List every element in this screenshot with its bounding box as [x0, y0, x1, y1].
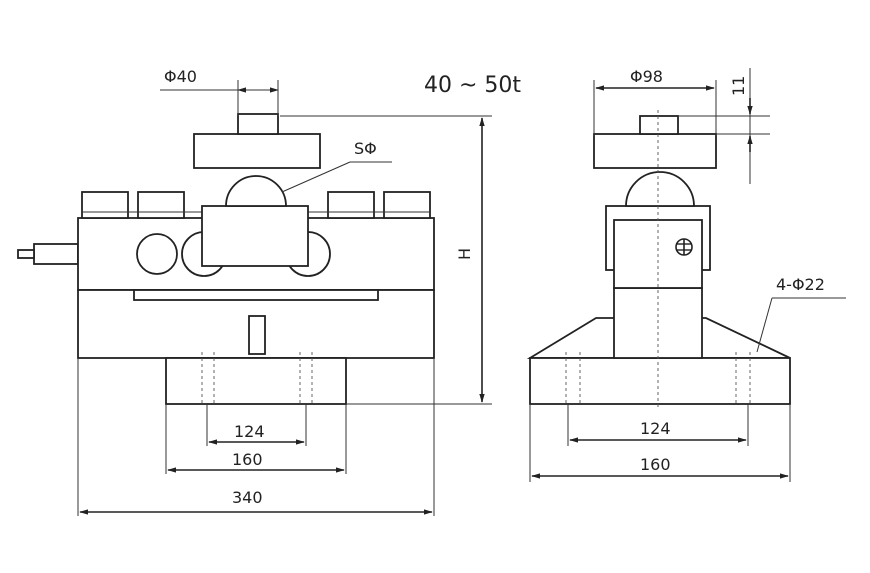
front-top-shaft — [237, 113, 279, 135]
dim-top-offset: 11 — [678, 68, 770, 184]
side-hole-spacing-label: 124 — [640, 419, 671, 438]
front-base-width-label: 160 — [232, 450, 263, 469]
front-pin-circle — [136, 233, 178, 275]
capacity-label: 40 ~ 50t — [424, 73, 521, 98]
dim-height: H — [280, 115, 492, 405]
holes-label: 4-Φ22 — [776, 275, 825, 294]
front-base — [165, 357, 347, 405]
front-bottom-dimensions: 124 160 340 — [77, 358, 435, 516]
front-center-block — [201, 205, 309, 267]
height-label: H — [455, 248, 474, 260]
dim-top-diameter: Φ98 — [593, 67, 717, 136]
shaft-diameter-label: Φ40 — [164, 67, 197, 86]
front-hole-spacing-label: 124 — [234, 422, 265, 441]
dim-ball-sphere: SΦ — [281, 139, 392, 193]
front-hidden-holes — [201, 352, 313, 404]
overall-length-label: 340 — [232, 488, 263, 507]
front-groove — [133, 289, 379, 301]
side-view: Φ98 11 4-Φ22 124 160 — [526, 67, 846, 482]
side-top-shaft — [639, 115, 679, 135]
top-offset-label: 11 — [729, 76, 748, 96]
dim-shaft-diameter: Φ40 — [160, 67, 279, 116]
top-diameter-label: Φ98 — [630, 67, 663, 86]
bolt-cap — [383, 191, 431, 219]
side-ball — [625, 171, 695, 207]
side-hidden-holes — [565, 352, 751, 404]
front-ball — [225, 175, 287, 207]
front-view: Φ40 SΦ H 124 160 340 — [17, 67, 492, 516]
front-top-plate — [193, 133, 321, 169]
front-stem — [248, 315, 266, 355]
ball-label: SΦ — [354, 139, 377, 158]
bolt-cap — [327, 191, 375, 219]
side-top-plate — [593, 133, 717, 169]
side-base-width-label: 160 — [640, 455, 671, 474]
dim-holes: 4-Φ22 — [756, 275, 846, 353]
bolt-cap — [137, 191, 185, 219]
cable-connector — [17, 243, 79, 265]
side-bottom-dimensions: 124 160 — [529, 404, 791, 482]
side-base — [529, 357, 791, 405]
bolt-cap — [81, 191, 129, 219]
center-mark-icon — [675, 238, 693, 256]
